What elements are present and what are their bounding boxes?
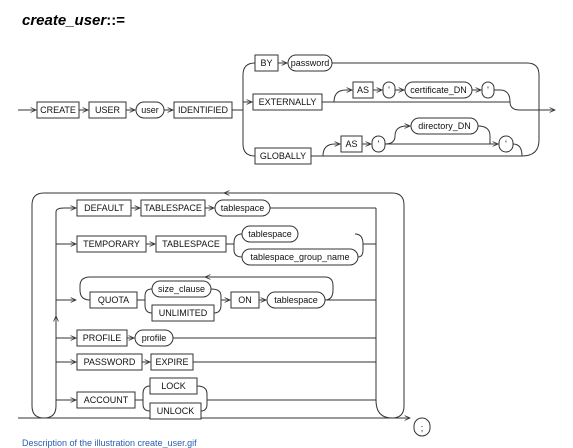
externally-keyword-label: EXTERNALLY	[259, 97, 317, 107]
unlimited-keyword-label: UNLIMITED	[159, 308, 208, 318]
title-name: create_user	[22, 12, 107, 29]
profile-keyword-label: PROFILE	[83, 333, 122, 343]
tablespace-variable-temp: tablespace	[241, 225, 299, 243]
as-keyword-ext-label: AS	[357, 85, 369, 95]
globally-keyword: GLOBALLY	[254, 147, 312, 165]
tablespace-keyword-default-label: TABLESPACE	[144, 203, 202, 213]
upper-rail	[18, 63, 555, 157]
quote-close-glob-label: '	[505, 139, 507, 149]
illustration-description-link[interactable]: Description of the illustration create_u…	[22, 438, 197, 448]
user-keyword-label: USER	[95, 105, 121, 115]
temporary-keyword: TEMPORARY	[76, 235, 147, 253]
create-keyword: CREATE	[36, 101, 80, 119]
quote-open-glob: '	[371, 135, 386, 153]
as-keyword-glob-label: AS	[345, 139, 357, 149]
size-clause-label: size_clause	[158, 284, 205, 294]
as-keyword-glob: AS	[340, 135, 363, 153]
profile-variable: profile	[134, 329, 174, 347]
lock-keyword: LOCK	[149, 377, 198, 395]
quote-open-ext-label: '	[388, 85, 390, 95]
certificate-dn-variable: certificate_DN	[404, 81, 473, 99]
globally-keyword-label: GLOBALLY	[260, 151, 306, 161]
tablespace-variable-default: tablespace	[214, 199, 271, 217]
password-keyword: PASSWORD	[76, 353, 143, 371]
semicolon-terminator: ;	[413, 417, 431, 437]
diagram-title: create_user::=	[22, 12, 125, 29]
profile-keyword: PROFILE	[76, 329, 128, 347]
quote-open-ext: '	[382, 81, 396, 99]
create-keyword-label: CREATE	[40, 105, 76, 115]
directory-dn-label: directory_DN	[418, 121, 471, 131]
by-keyword-label: BY	[260, 58, 272, 68]
default-keyword: DEFAULT	[76, 199, 132, 217]
identified-keyword-label: IDENTIFIED	[178, 105, 229, 115]
quote-close-glob: '	[498, 135, 514, 153]
on-keyword: ON	[230, 291, 260, 309]
unlock-keyword-label: UNLOCK	[157, 406, 195, 416]
user-keyword: USER	[88, 101, 127, 119]
user-variable-label: user	[141, 105, 159, 115]
certificate-dn-label: certificate_DN	[410, 85, 467, 95]
password-keyword-label: PASSWORD	[84, 357, 136, 367]
identified-keyword: IDENTIFIED	[173, 101, 233, 119]
tablespace-variable-default-label: tablespace	[221, 203, 265, 213]
expire-keyword: EXPIRE	[150, 353, 194, 371]
unlock-keyword: UNLOCK	[149, 402, 202, 420]
as-keyword-ext: AS	[352, 81, 374, 99]
tablespace-group-name-variable: tablespace_group_name	[241, 248, 359, 266]
directory-dn-variable: directory_DN	[410, 117, 479, 135]
tablespace-variable-quota: tablespace	[266, 291, 326, 309]
on-keyword-label: ON	[238, 295, 252, 305]
account-keyword: ACCOUNT	[76, 391, 136, 409]
tablespace-keyword-temp-label: TABLESPACE	[162, 239, 220, 249]
tablespace-group-name-label: tablespace_group_name	[250, 252, 349, 262]
expire-keyword-label: EXPIRE	[155, 357, 188, 367]
tablespace-keyword-temp: TABLESPACE	[155, 235, 227, 253]
tablespace-variable-temp-label: tablespace	[248, 229, 292, 239]
quote-open-glob-label: '	[378, 139, 380, 149]
account-keyword-label: ACCOUNT	[84, 395, 129, 405]
profile-variable-label: profile	[142, 333, 167, 343]
quota-keyword: QUOTA	[89, 291, 138, 309]
title-operator: ::=	[106, 12, 125, 29]
semicolon-label: ;	[421, 423, 424, 433]
default-keyword-label: DEFAULT	[84, 203, 124, 213]
password-variable-label: password	[291, 58, 330, 68]
by-keyword: BY	[254, 54, 279, 72]
tablespace-variable-quota-label: tablespace	[274, 295, 318, 305]
tablespace-keyword-default: TABLESPACE	[140, 199, 206, 217]
unlimited-keyword: UNLIMITED	[151, 304, 215, 322]
size-clause-variable: size_clause	[151, 280, 212, 298]
quote-close-ext-label: '	[487, 85, 489, 95]
password-variable: password	[287, 54, 333, 72]
lock-keyword-label: LOCK	[161, 381, 186, 391]
lower-rails	[18, 193, 410, 418]
quote-close-ext: '	[481, 81, 495, 99]
user-variable: user	[135, 101, 165, 119]
quota-keyword-label: QUOTA	[98, 295, 129, 305]
externally-keyword: EXTERNALLY	[252, 93, 323, 111]
temporary-keyword-label: TEMPORARY	[83, 239, 140, 249]
